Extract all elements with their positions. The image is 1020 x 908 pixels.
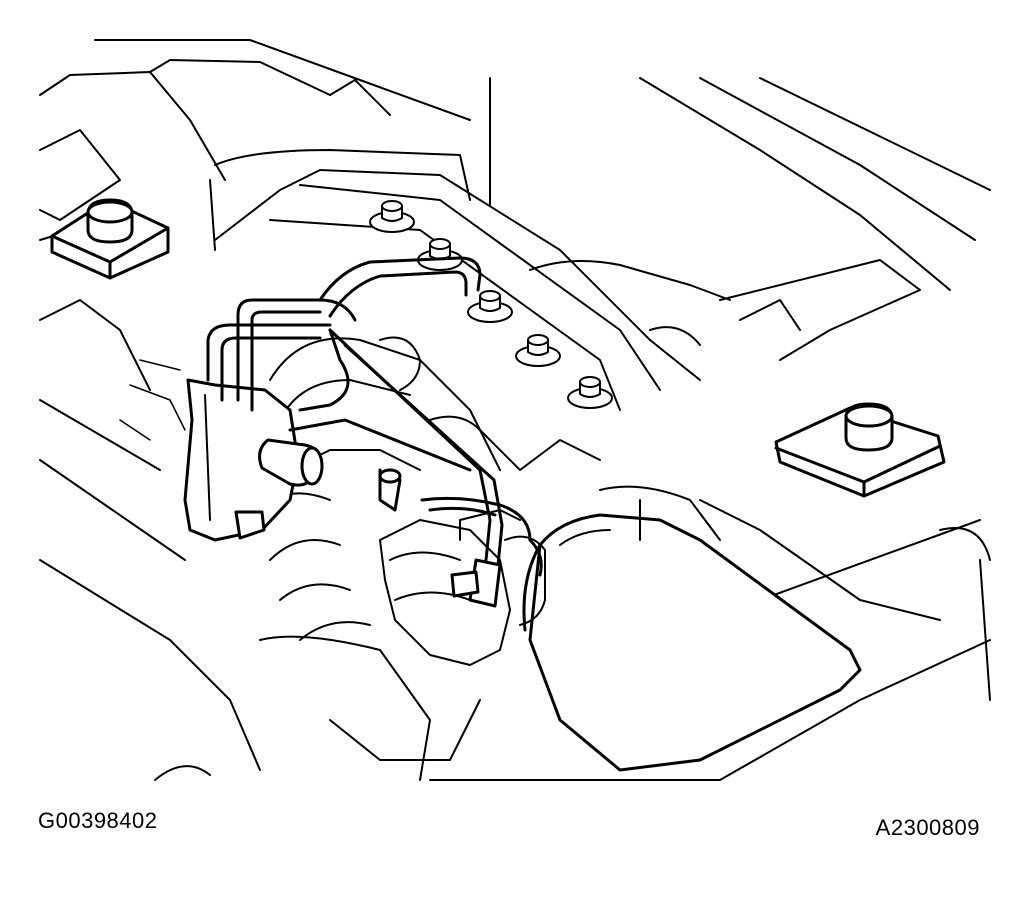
cylinder-head-cover-bolt [369, 200, 613, 409]
cylinder-head-cover [209, 149, 921, 411]
vacuum-line-tube [206, 256, 543, 608]
vsv-canister [183, 378, 324, 542]
bolt-3 [467, 290, 513, 323]
bolt-5 [567, 376, 613, 409]
firewall-lines [119, 359, 186, 441]
bolt-2 [417, 238, 463, 271]
figure-code-right: A2300809 [875, 815, 980, 840]
air-intake-hose [522, 485, 991, 772]
bolt-1 [369, 200, 415, 233]
body-outline [39, 39, 991, 781]
bolt-4 [515, 334, 561, 367]
figure-code-left: G00398402 [38, 808, 158, 833]
strut-mount-left [50, 198, 170, 280]
throttle-body [379, 509, 546, 666]
strut-mount-right [774, 402, 946, 498]
